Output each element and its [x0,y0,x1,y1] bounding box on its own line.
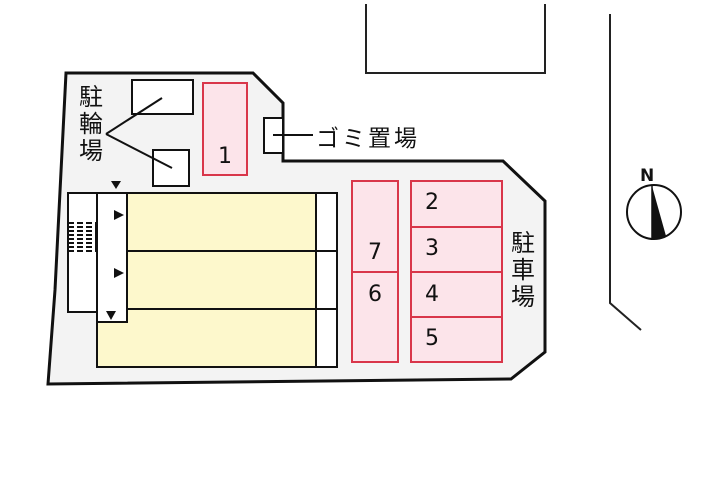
garbage-area-label: ゴミ置場 [316,126,420,152]
leader-line [105,133,173,169]
road-edge [609,14,642,331]
building [96,192,338,368]
label-char: 駐 [79,83,103,111]
car-parking-label: 駐 車 場 [510,230,536,311]
north-compass-icon [626,184,682,240]
entrance-arrow-icon [111,181,121,189]
north-label: N [640,166,655,186]
parking-number-7: 7 [368,240,382,265]
parking-space-7 [351,180,399,273]
label-char: 駐 [511,229,535,257]
door-arrow-icon [106,311,116,320]
neighbor-building-outline [365,4,546,74]
label-char: 場 [79,137,103,165]
parking-space-4 [410,271,503,318]
parking-number-6: 6 [368,282,382,307]
parking-number-4: 4 [425,282,439,307]
parking-number-5: 5 [425,326,439,351]
label-char: 車 [511,256,535,284]
parking-space-2 [410,180,503,228]
parking-number-2: 2 [425,190,439,215]
parking-space-3 [410,226,503,273]
building-balcony-column [315,192,338,368]
door-arrow-icon [114,268,124,278]
bicycle-parking-label: 駐 輪 場 [78,84,104,165]
label-char: 輪 [79,110,103,138]
leader-line [105,97,163,135]
parking-space-5 [410,316,503,363]
door-arrow-icon [114,210,124,220]
label-char: 場 [511,283,535,311]
parking-space-1 [202,82,248,176]
stairs-icon [68,222,97,252]
parking-number-3: 3 [425,236,439,261]
parking-number-1: 1 [218,144,232,169]
bicycle-parking-box-1 [131,79,194,115]
parking-space-6 [351,271,399,363]
